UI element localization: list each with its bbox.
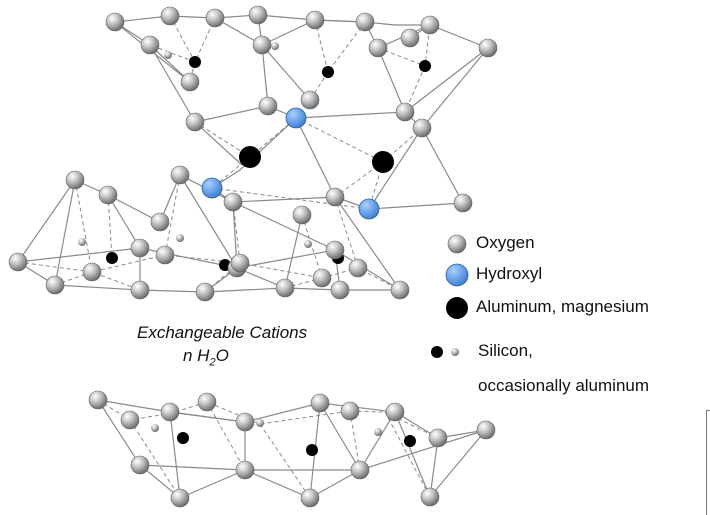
aluminum-magnesium-atoms bbox=[239, 146, 394, 173]
legend-hydroxyl-symbol bbox=[445, 263, 469, 287]
silicon-atoms bbox=[78, 42, 431, 456]
lower-sheet-bonds bbox=[97, 399, 487, 500]
frame-corner-line bbox=[706, 410, 710, 515]
oxygen-atoms bbox=[8, 5, 498, 508]
water-suffix: O bbox=[215, 346, 229, 365]
legend-symbols bbox=[431, 234, 469, 358]
legend-silicon-small-symbol bbox=[451, 348, 459, 356]
middle-sheet-bonds bbox=[17, 174, 401, 293]
legend-hydroxyl-label: Hydroxyl bbox=[476, 264, 543, 283]
legend-silicon-label: Silicon, bbox=[478, 341, 533, 360]
hydroxyl-atoms bbox=[201, 107, 380, 220]
water-subscript: 2 bbox=[209, 356, 216, 369]
legend-oxygen-label: Oxygen bbox=[476, 233, 535, 252]
legend-aluminum-symbol bbox=[446, 297, 468, 319]
legend-silicon-symbol bbox=[431, 346, 443, 358]
water-prefix: n H bbox=[183, 346, 210, 365]
interlayer-water-label: n H2O bbox=[183, 346, 229, 368]
interlayer-cations-label: Exchangeable Cations bbox=[137, 323, 308, 342]
legend-silicon-label-line2: occasionally aluminum bbox=[478, 376, 650, 395]
legend-oxygen-symbol bbox=[447, 234, 467, 254]
legend-aluminum-label: Aluminum, magnesium bbox=[476, 297, 649, 316]
